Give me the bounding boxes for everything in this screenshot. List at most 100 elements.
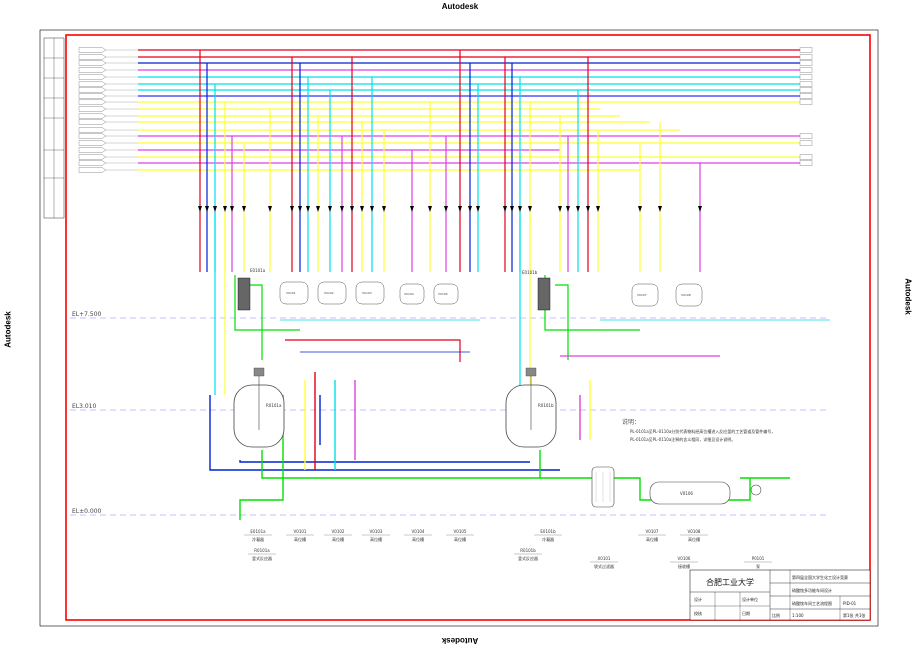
vessel-v0105[interactable] xyxy=(433,283,459,305)
equipment-name: 釜式反应器 xyxy=(518,555,538,561)
vessel-v0103[interactable] xyxy=(355,281,385,305)
flow-arrow xyxy=(528,206,532,212)
design-label: 设计 xyxy=(694,596,702,602)
line-label-tag xyxy=(78,160,107,166)
line-label-tag xyxy=(78,47,107,53)
line-label-tags xyxy=(78,47,138,173)
equipment-name: 泵 xyxy=(756,564,760,569)
tag-e0101a: E0101a xyxy=(250,268,266,273)
flow-arrow xyxy=(290,206,294,212)
school-name: 合肥工业大学 xyxy=(706,577,754,587)
vessel-v0104[interactable] xyxy=(399,283,425,305)
equipment-tag: V0106 xyxy=(678,556,691,561)
equipment-name: 高位槽 xyxy=(332,536,344,542)
equipment-tag: E0101a xyxy=(250,529,266,534)
vessel-v0107[interactable] xyxy=(631,283,659,307)
header-end-tag xyxy=(799,47,813,53)
vessel-v0108[interactable] xyxy=(675,283,703,307)
header-end-tag xyxy=(799,67,813,73)
header-end-tag xyxy=(799,99,813,105)
upper-piping xyxy=(214,212,830,395)
note-line1: PL-0101a至PL-0110a分别代表物料经高位槽进入反应釜的工艺管道及管件… xyxy=(630,428,775,434)
flow-arrow xyxy=(428,206,432,212)
flow-arrow xyxy=(213,206,217,212)
flow-arrow xyxy=(518,206,522,212)
equipment-name: 高位槽 xyxy=(412,536,424,542)
header-end-tag xyxy=(799,54,813,60)
unit-label: 设计单位 xyxy=(742,596,758,602)
flow-arrow xyxy=(586,206,590,212)
header-end-tag xyxy=(799,60,813,66)
header-end-tag xyxy=(799,133,813,139)
elevation-3010: EL3.010 xyxy=(72,403,96,410)
equipment-tag: V0105 xyxy=(454,529,467,534)
header-end-tag xyxy=(799,160,813,166)
scale-value: 1:100 xyxy=(792,613,804,618)
equipment-name: 接收槽 xyxy=(678,563,690,569)
equipment-tag: R0101a xyxy=(254,548,270,553)
check-label: 校核 xyxy=(694,610,702,616)
project-name: 硝酸铵多功能车间设计 xyxy=(792,587,832,593)
flow-arrow xyxy=(205,206,209,212)
equipment-name: 冷凝器 xyxy=(542,536,554,542)
flow-arrow xyxy=(268,206,272,212)
flow-arrow xyxy=(576,206,580,212)
equipment-name: 冷凝器 xyxy=(252,536,264,542)
header-end-tag xyxy=(799,87,813,93)
line-label-tag xyxy=(78,67,107,73)
date-label: 日期 xyxy=(742,610,750,616)
line-label-tag xyxy=(78,127,107,133)
tag-r0101a: R0101a xyxy=(266,403,282,408)
flow-arrow xyxy=(596,206,600,212)
note-line2: PL-0101a至PL-0110a注释的含义相同，详细见设计说明。 xyxy=(630,436,735,442)
line-label-tag xyxy=(78,140,107,146)
equipment-name: 高位槽 xyxy=(646,536,658,542)
red-border xyxy=(65,34,871,621)
flow-arrow xyxy=(503,206,507,212)
pump-p0101[interactable] xyxy=(750,484,762,496)
flow-arrow xyxy=(476,206,480,212)
equipment-name: 釜式反应器 xyxy=(252,555,272,561)
equipment-name: 袋式过滤器 xyxy=(594,563,614,569)
flow-arrow xyxy=(340,206,344,212)
flow-arrow xyxy=(468,206,472,212)
flow-arrow xyxy=(382,206,386,212)
line-label-tag xyxy=(78,119,107,125)
line-label-tag xyxy=(78,87,107,93)
tag-r0101b: R0101b xyxy=(538,403,554,408)
equipment-tag: V0102 xyxy=(332,529,345,534)
equipment-tag: V0107 xyxy=(646,529,659,534)
header-end-tag xyxy=(799,140,813,146)
vertical-drops xyxy=(198,50,702,272)
header-end-tag xyxy=(799,81,813,87)
flow-arrow xyxy=(510,206,514,212)
receiver-v0106[interactable] xyxy=(649,481,731,505)
elevation-7500: EL+7.500 xyxy=(72,311,102,318)
line-label-tag xyxy=(78,133,107,139)
vessel-v0101[interactable] xyxy=(279,281,309,305)
watermark-top: Autodesk xyxy=(441,2,479,11)
sheet-count: 第1张 共1张 xyxy=(843,612,865,618)
tag-e0101b: E0101b xyxy=(522,270,538,275)
condenser-e0101a[interactable] xyxy=(237,277,251,311)
vessel-v0102[interactable] xyxy=(317,281,347,305)
condenser-e0101b[interactable] xyxy=(537,277,551,311)
tag-v0102: V0102 xyxy=(324,291,334,295)
drawing-number: PID-01 xyxy=(843,601,857,606)
equipment-name: 高位槽 xyxy=(688,536,700,542)
equipment-list: E0101a冷凝器V0101高位槽V0102高位槽V0103高位槽V0104高位… xyxy=(244,529,772,569)
equipment-tag: X0101 xyxy=(598,556,611,561)
flow-arrow xyxy=(698,206,702,212)
flow-arrow xyxy=(316,206,320,212)
line-label-tag xyxy=(78,99,107,105)
tag-v0106: V0106 xyxy=(680,491,693,496)
flow-arrow xyxy=(230,206,234,212)
tag-v0103: V0103 xyxy=(362,291,372,295)
competition-name: 第四届全国大学生化工设计竞赛 xyxy=(792,574,848,580)
flow-arrow xyxy=(658,206,662,212)
equipment-tag: V0103 xyxy=(370,529,383,534)
header-end-tag xyxy=(799,93,813,99)
equipment-tag: P0101 xyxy=(752,556,765,561)
flow-arrow xyxy=(350,206,354,212)
